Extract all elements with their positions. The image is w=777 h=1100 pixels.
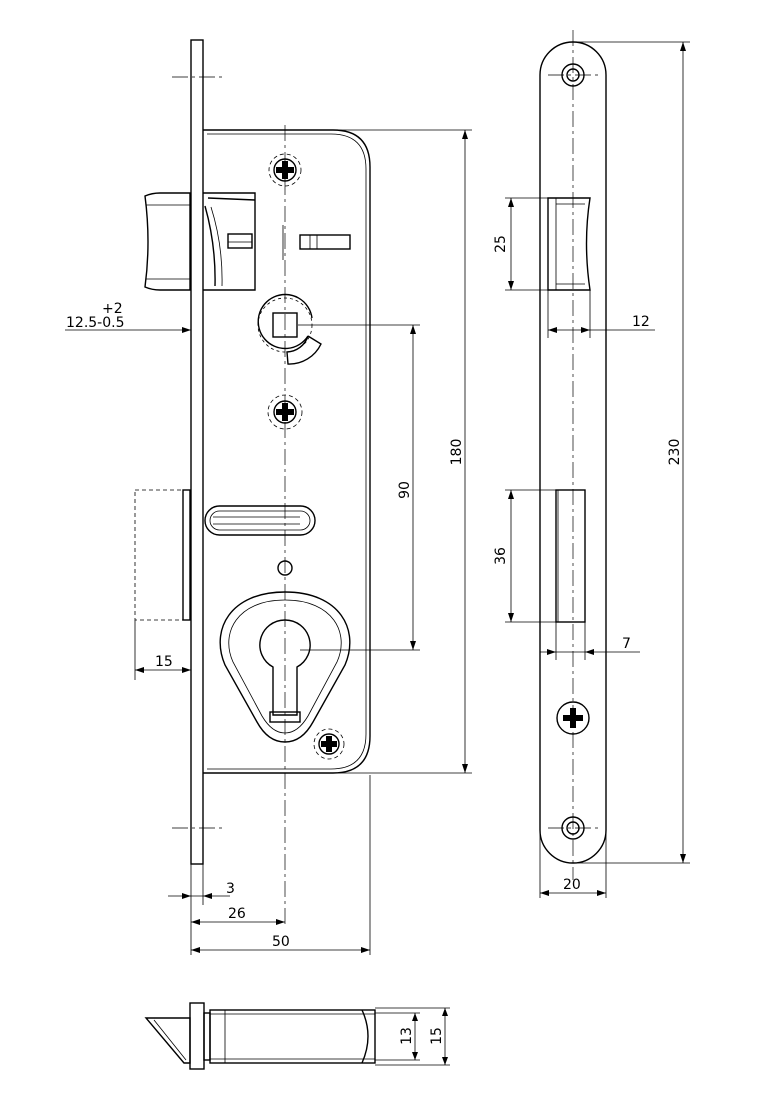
pin-hole — [277, 560, 293, 576]
dim-180: 180 — [333, 129, 472, 774]
dim-13-label: 13 — [399, 1027, 415, 1045]
deadbolt — [134, 489, 316, 621]
dim-15-deadbolt: 15 — [134, 620, 191, 680]
strike-latch-pocket — [547, 197, 591, 291]
lock-body — [203, 129, 371, 774]
dim-15-bottom: 15 — [375, 1007, 450, 1066]
cylinder-cutout — [219, 591, 351, 743]
dim-7-label: 7 — [622, 636, 631, 652]
bottom-screw — [313, 728, 345, 760]
latch-slot — [299, 234, 351, 250]
dim-230: 230 — [573, 41, 690, 864]
dim-3: 3 — [168, 864, 235, 955]
dim-12: 12 — [547, 290, 655, 338]
dim-15-label: 15 — [155, 654, 173, 670]
dim-36-label: 36 — [493, 547, 509, 565]
front-faceplate — [172, 39, 224, 865]
dim-90-label: 90 — [397, 481, 413, 499]
dim-20-label: 20 — [563, 877, 581, 893]
dim-36: 36 — [493, 489, 558, 623]
dim-90: 90 — [298, 324, 420, 651]
dim-7: 7 — [540, 622, 640, 660]
strike-bolt-pocket — [555, 489, 586, 623]
dim-20: 20 — [539, 830, 607, 898]
dim-50: 50 — [191, 775, 371, 955]
strike-screw — [556, 701, 590, 735]
dim-3-label: 3 — [226, 881, 235, 897]
dim-230-label: 230 — [667, 439, 683, 466]
tol-base-label: 12.5-0.5 — [66, 315, 125, 331]
tol-upper-label: +2 — [102, 301, 123, 317]
dim-26-label: 26 — [228, 906, 246, 922]
dim-25-label: 25 — [493, 235, 509, 253]
dim-25: 25 — [493, 197, 550, 291]
dim-50-label: 50 — [272, 934, 290, 950]
top-screw — [268, 153, 302, 187]
dim-26: 26 — [191, 906, 285, 925]
dim-13: 13 — [375, 1012, 420, 1061]
dim-tolerance: +2 12.5-0.5 — [65, 301, 191, 333]
dim-12-label: 12 — [632, 314, 650, 330]
middle-screw — [267, 394, 303, 430]
dim-180-label: 180 — [449, 439, 465, 466]
follower-hub — [257, 293, 322, 365]
strike-plate — [539, 30, 607, 880]
dim-15-bottom-label: 15 — [429, 1027, 445, 1045]
latch-bolt — [144, 192, 256, 291]
strike-top-hole — [561, 63, 585, 87]
strike-bottom-hole — [561, 816, 585, 840]
bottom-view — [144, 1002, 376, 1070]
